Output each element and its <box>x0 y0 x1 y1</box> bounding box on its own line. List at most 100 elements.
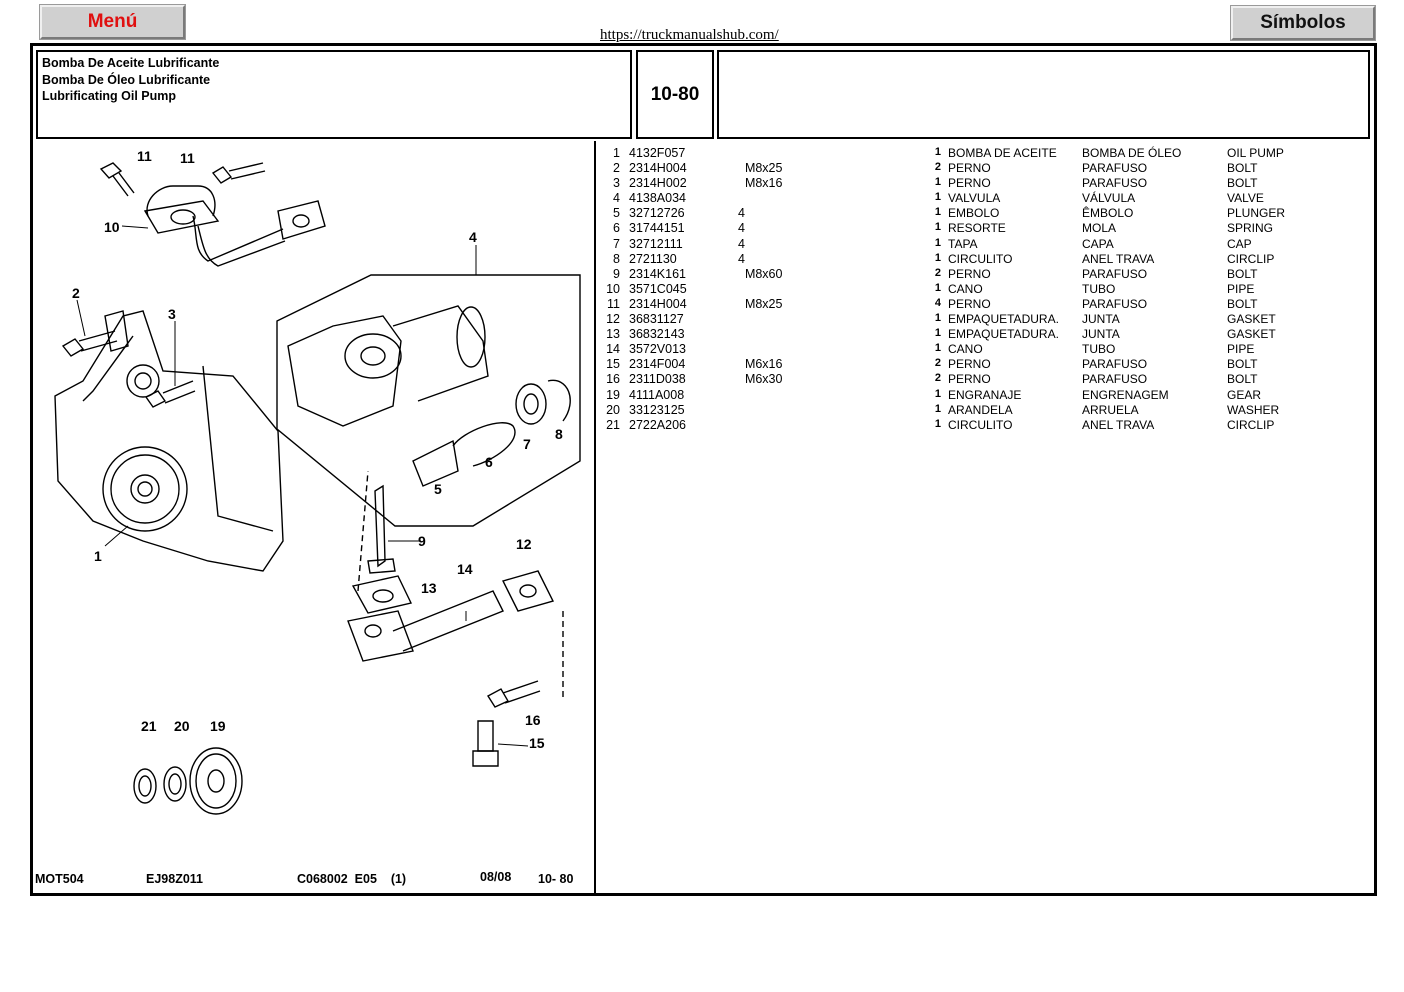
footer-date: 08/08 <box>480 870 512 884</box>
part-reference: 4111A008 <box>629 387 685 402</box>
part-name-english: CIRCLIP <box>1227 251 1275 266</box>
part-name-english: CIRCLIP <box>1227 417 1275 432</box>
part-name-spanish: EMPAQUETADURA. <box>948 327 1059 342</box>
part-name-spanish: CANO <box>948 342 983 357</box>
part-name-portuguese: JUNTA <box>1082 312 1120 327</box>
menu-button[interactable]: Menú <box>39 4 186 40</box>
part-name-spanish: VALVULA <box>948 191 1001 206</box>
part-name-spanish: PERNO <box>948 296 991 311</box>
title-box: Bomba De Aceite Lubrificante Bomba De Ól… <box>36 50 632 139</box>
part-name-portuguese: MOLA <box>1082 221 1117 236</box>
part-position: 6 <box>613 221 620 236</box>
part-name-english: VALVE <box>1227 191 1264 206</box>
part-reference: 2721130 <box>629 251 677 266</box>
footer-doc: EJ98Z011 <box>146 872 203 886</box>
part-reference: 31744151 <box>629 221 685 236</box>
part-position: 2 <box>613 161 620 176</box>
bolts-11-drawing <box>99 162 266 197</box>
pipe-14-drawing <box>347 470 564 701</box>
callout-11a: 11 <box>137 148 152 164</box>
part-quantity: 1 <box>934 206 941 219</box>
part-name-english: BOLT <box>1227 372 1258 387</box>
callout-5: 5 <box>434 481 442 497</box>
part-position: 13 <box>606 327 620 342</box>
part-quantity: 2 <box>934 161 941 174</box>
part-spec: 4 <box>738 236 745 251</box>
part-name-english: PIPE <box>1227 342 1255 357</box>
part-quantity: 1 <box>934 146 941 158</box>
part-position: 7 <box>613 236 620 251</box>
part-name-english: GEAR <box>1227 387 1262 402</box>
callout-1: 1 <box>94 548 102 564</box>
part-name-spanish: RESORTE <box>948 221 1006 236</box>
part-name-spanish: ENGRANAJE <box>948 387 1022 402</box>
callout-9: 9 <box>418 533 426 549</box>
callout-19: 19 <box>210 718 226 734</box>
callout-20: 20 <box>174 718 190 734</box>
header-blank-box <box>717 50 1370 139</box>
callout-14: 14 <box>457 561 473 577</box>
bolts-15-16-drawing <box>472 680 541 767</box>
valve-detail-box <box>276 274 581 527</box>
part-spec: 4 <box>738 206 745 221</box>
footer-page: 10- 80 <box>538 872 574 886</box>
part-quantity: 1 <box>934 221 941 234</box>
part-name-english: BOLT <box>1227 357 1258 372</box>
part-quantity: 1 <box>934 327 941 340</box>
callout-2: 2 <box>72 285 80 301</box>
part-reference: 2722A206 <box>629 417 687 432</box>
part-name-english: BOLT <box>1227 161 1258 176</box>
part-reference: 32712726 <box>629 206 685 221</box>
part-name-portuguese: CAPA <box>1082 236 1114 251</box>
part-name-portuguese: BOMBA DE ÓLEO <box>1082 146 1182 160</box>
part-name-spanish: BOMBA DE ACEITE <box>948 146 1057 160</box>
part-name-portuguese: VÁLVULA <box>1082 191 1136 206</box>
bolt-9-drawing <box>367 484 396 574</box>
part-reference: 33123125 <box>629 402 685 417</box>
part-name-english: GASKET <box>1227 327 1276 342</box>
source-url-link[interactable]: https://truckmanualshub.com/ <box>600 27 779 43</box>
part-position: 16 <box>606 372 620 387</box>
part-quantity: 2 <box>934 357 941 370</box>
part-name-english: PLUNGER <box>1227 206 1286 221</box>
part-quantity: 1 <box>934 281 941 294</box>
part-spec: M6x30 <box>738 372 783 387</box>
part-name-spanish: PERNO <box>948 161 991 176</box>
part-name-portuguese: ENGRENAGEM <box>1082 387 1169 402</box>
part-reference: 36831127 <box>629 312 684 327</box>
part-name-spanish: TAPA <box>948 236 978 251</box>
part-name-spanish: EMBOLO <box>948 206 1000 221</box>
part-position: 15 <box>606 357 620 372</box>
part-quantity: 2 <box>934 372 941 385</box>
part-name-portuguese: ARRUELA <box>1082 402 1139 417</box>
part-spec: M8x25 <box>738 161 783 176</box>
part-name-spanish: CIRCULITO <box>948 417 1013 432</box>
part-name-spanish: PERNO <box>948 266 991 281</box>
part-name-portuguese: TUBO <box>1082 281 1116 296</box>
leader-lines <box>76 225 529 747</box>
part-reference: 3572V013 <box>629 342 687 357</box>
callout-21: 21 <box>141 718 157 734</box>
part-reference: 2314H004 <box>629 161 687 176</box>
footer-ref: C068002 E05 (1) <box>297 872 407 886</box>
footer-model: MOT504 <box>35 872 84 886</box>
part-quantity: 1 <box>934 342 941 355</box>
gear-19-20-21-drawing <box>133 747 243 815</box>
part-position: 3 <box>613 176 620 191</box>
part-position: 5 <box>613 206 620 221</box>
part-reference: 3571C045 <box>629 281 687 296</box>
symbols-button[interactable]: Símbolos <box>1230 5 1376 41</box>
part-name-portuguese: JUNTA <box>1082 327 1120 342</box>
part-reference: 36832143 <box>629 327 685 342</box>
